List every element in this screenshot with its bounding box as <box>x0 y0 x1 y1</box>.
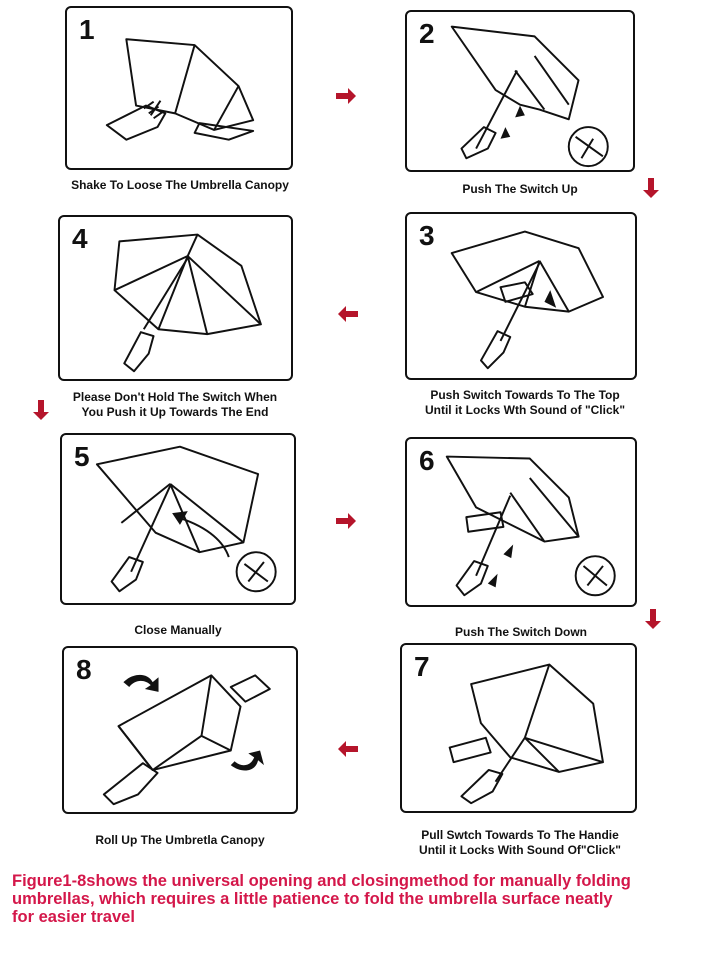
arrow-right-5-6-icon <box>334 509 358 533</box>
step-8-number: 8 <box>76 654 92 685</box>
step-2-number: 2 <box>419 18 435 49</box>
step-1-caption: Shake To Loose The Umbrella Canopy <box>71 178 289 192</box>
step-7-panel: 7 <box>400 643 637 813</box>
step-4-number: 4 <box>72 223 88 254</box>
step-3-panel: 3 <box>405 212 637 380</box>
umbrella-pull-switch-icon <box>448 663 604 805</box>
step-3-caption: Push Switch Towards To The Top Until it … <box>424 388 626 417</box>
step-5-panel: 5 <box>60 433 296 605</box>
arrow-down-2-3-icon <box>639 176 663 200</box>
umbrella-switch-down-icon <box>445 455 616 597</box>
step-2-panel: 2 <box>405 10 635 172</box>
umbrella-rolling-icon <box>102 674 271 806</box>
step-6-panel: 6 <box>405 437 637 607</box>
arrow-right-1-2-icon <box>334 84 358 108</box>
step-4-caption: Please Don't Hold The Switch When You Pu… <box>72 390 278 419</box>
step-8-panel: 8 <box>62 646 298 814</box>
arrow-down-6-7-icon <box>641 607 665 631</box>
step-8-caption: Roll Up The Umbretla Canopy <box>95 833 265 847</box>
step-7-number: 7 <box>414 651 430 682</box>
step-6-caption: Push The Switch Down <box>454 625 587 639</box>
step-2-caption: Push The Switch Up <box>462 182 578 196</box>
umbrella-opening-icon <box>450 25 609 168</box>
step-1-panel: 1 <box>65 6 293 170</box>
step-1-number: 1 <box>79 14 95 45</box>
step-4-panel: 4 <box>58 215 293 381</box>
step-6-number: 6 <box>419 445 435 476</box>
umbrella-closing-icon <box>95 445 277 593</box>
figure-description: Figure1-8shows the universal opening and… <box>12 872 631 926</box>
step-5-caption: Close Manually <box>134 623 222 637</box>
arrow-left-3-4-icon <box>336 302 360 326</box>
umbrella-closed-icon <box>105 38 255 141</box>
step-5-number: 5 <box>74 441 90 472</box>
step-7-caption: Pull Swtch Towards To The Handie Until i… <box>419 828 621 857</box>
arrow-left-7-8-icon <box>336 737 360 761</box>
umbrella-open-icon <box>113 233 262 373</box>
step-3-number: 3 <box>419 220 435 251</box>
arrow-down-4-5-icon <box>29 398 53 422</box>
umbrella-pushing-icon <box>450 230 604 370</box>
